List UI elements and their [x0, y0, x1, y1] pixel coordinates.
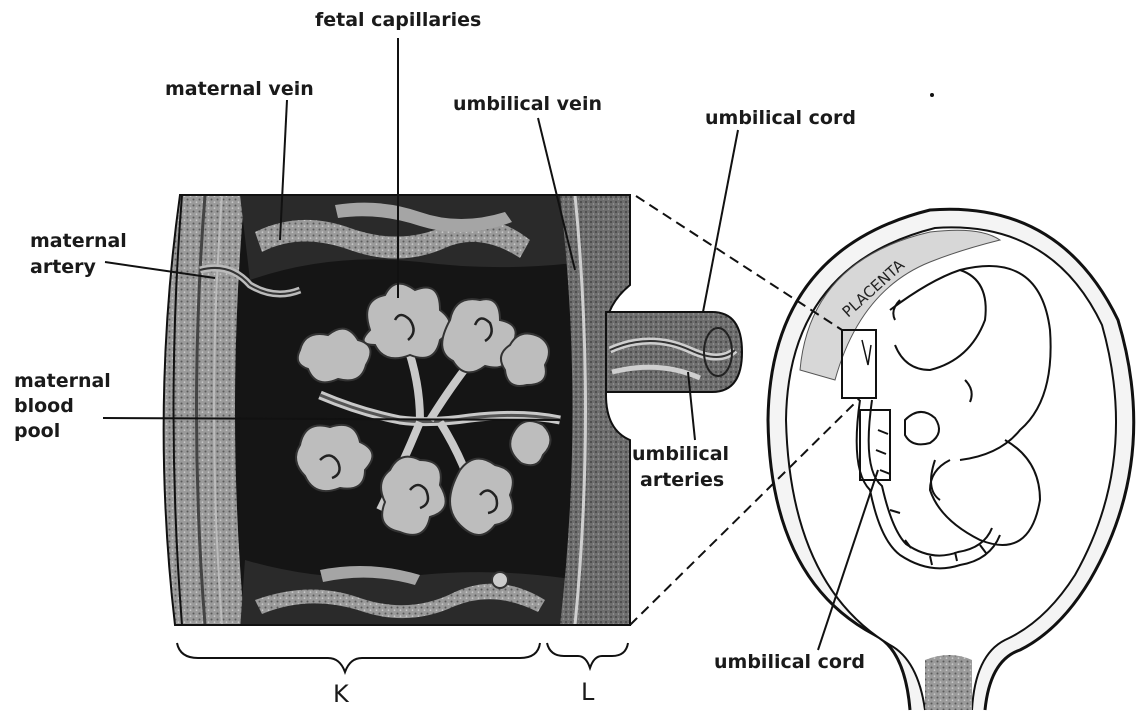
label-fetal-capillaries: fetal capillaries	[315, 9, 481, 31]
region-braces	[177, 643, 628, 672]
label-umbilical-arteries-2: arteries	[640, 469, 724, 491]
label-umbilical-cord-top: umbilical cord	[705, 107, 856, 129]
placenta-tissue-block	[140, 190, 640, 630]
label-maternal-blood-pool-3: pool	[14, 420, 60, 442]
umbilical-cord-stub	[606, 312, 742, 392]
scan-speck	[930, 93, 934, 97]
label-umbilical-arteries-1: umbilical	[632, 443, 729, 465]
label-region-k: K	[333, 680, 350, 708]
label-umbilical-vein: umbilical vein	[453, 93, 602, 115]
label-maternal-blood-pool-2: blood	[14, 395, 74, 417]
label-maternal-artery-1: maternal	[30, 230, 127, 252]
label-umbilical-cord-bottom: umbilical cord	[714, 651, 865, 673]
label-maternal-artery-2: artery	[30, 256, 97, 278]
label-region-l: L	[581, 678, 595, 706]
label-maternal-blood-pool-1: maternal	[14, 370, 111, 392]
label-maternal-vein: maternal vein	[165, 78, 314, 100]
